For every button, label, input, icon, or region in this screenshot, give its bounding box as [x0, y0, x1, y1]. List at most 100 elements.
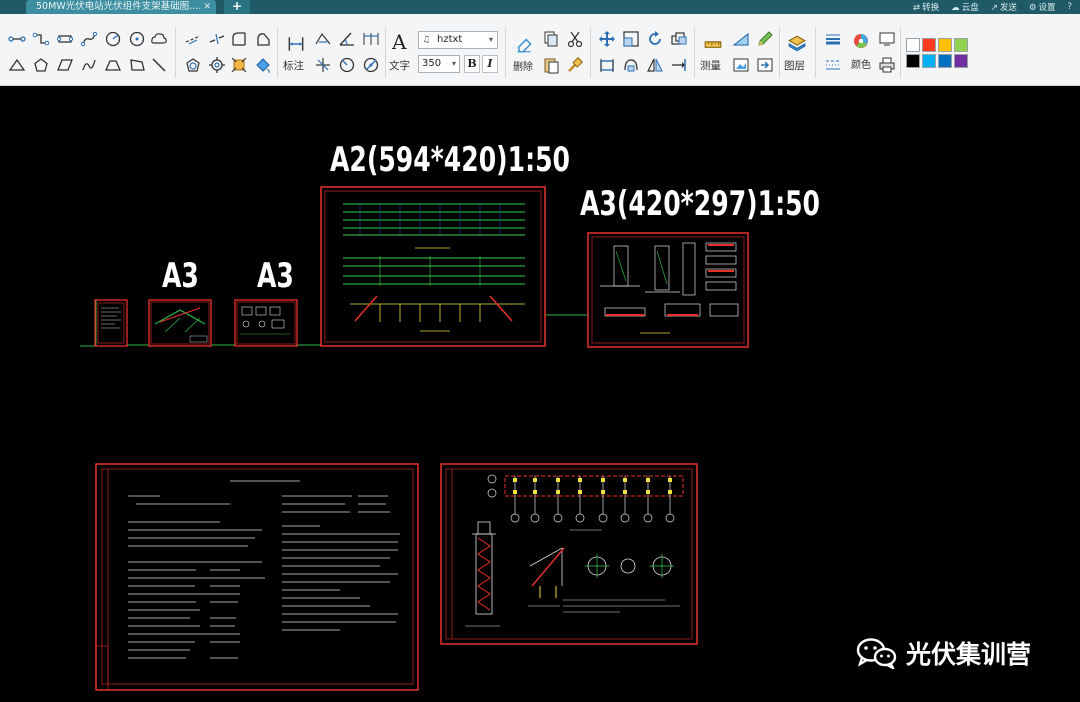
explode-tool-icon[interactable]: [230, 56, 248, 74]
sheet-label-a3-right: A3(420*297)1:50: [580, 184, 821, 224]
annotate-label[interactable]: 标注: [283, 60, 304, 72]
sheet-a3-2: [234, 299, 298, 347]
spline-tool-icon[interactable]: [80, 30, 98, 48]
circle-tool-icon[interactable]: [104, 30, 122, 48]
italic-button[interactable]: I: [482, 55, 498, 73]
offset-line-icon[interactable]: [184, 30, 202, 48]
toolbar-separator: [779, 28, 780, 78]
array-icon[interactable]: [670, 30, 688, 48]
fillet-tool-icon[interactable]: [230, 30, 248, 48]
sheet-a2: [320, 186, 546, 347]
color-swatch-blue[interactable]: [938, 54, 952, 68]
radius-dimension-icon[interactable]: [338, 56, 356, 74]
mirror-icon[interactable]: [646, 56, 664, 74]
color-swatch-purple[interactable]: [954, 54, 968, 68]
freehand-tool-icon[interactable]: [80, 56, 98, 74]
drawing-canvas[interactable]: A3 A3 A2(594*420)1:50 A3(420*297)1:50 光伏…: [0, 86, 1080, 702]
cloud-button[interactable]: ☁云盘: [951, 1, 979, 13]
sheet-a3-1: [148, 299, 212, 347]
sheet-label-a3-first: A3: [162, 256, 199, 296]
document-tab[interactable]: 50MW光伏电站光伏组件支架基础图.... ✕: [26, 0, 216, 14]
paste-icon[interactable]: [542, 56, 560, 74]
toolbar-separator: [385, 28, 386, 78]
coordinate-dimension-icon[interactable]: [314, 56, 332, 74]
export-image-icon[interactable]: [732, 56, 750, 74]
measure-label[interactable]: 测量: [700, 60, 721, 72]
color-label[interactable]: 颜色: [851, 60, 871, 71]
toolbar-separator: [175, 28, 176, 78]
color-wheel-icon[interactable]: [852, 32, 870, 50]
quadrilateral-tool-icon[interactable]: [128, 56, 146, 74]
dimension-icon[interactable]: [286, 34, 306, 54]
print-icon[interactable]: [878, 56, 896, 74]
rotate-arrow-icon[interactable]: [646, 30, 664, 48]
triangle-tool-icon[interactable]: [8, 56, 26, 74]
font-size-select[interactable]: 350 ▾: [418, 55, 460, 73]
trapezoid-tool-icon[interactable]: [104, 56, 122, 74]
color-swatch-cyan[interactable]: [922, 54, 936, 68]
text-tool-icon[interactable]: A: [392, 30, 407, 54]
import-icon[interactable]: [756, 56, 774, 74]
scale-icon[interactable]: [622, 30, 640, 48]
color-swatch-black[interactable]: [906, 54, 920, 68]
parallelogram-tool-icon[interactable]: [56, 56, 74, 74]
continuous-dimension-icon[interactable]: [362, 30, 380, 48]
copy-icon[interactable]: [542, 30, 560, 48]
ribbon-toolbar: 标注 A 文字 ♫ hztxt ▾ 350 ▾ B I 删除: [0, 14, 1080, 86]
line-tool-icon[interactable]: [8, 30, 26, 48]
send-label: 发送: [999, 3, 1017, 13]
pencil-icon[interactable]: [756, 30, 774, 48]
color-swatch-orange[interactable]: [938, 38, 952, 52]
sheet-design-notes: [95, 463, 419, 691]
layers-icon[interactable]: [787, 34, 807, 54]
bold-button[interactable]: B: [464, 55, 480, 73]
cut-icon[interactable]: [566, 30, 584, 48]
extend-icon[interactable]: [670, 56, 688, 74]
arc-tool-icon[interactable]: [128, 30, 146, 48]
trim-icon[interactable]: [622, 56, 640, 74]
color-swatch-red[interactable]: [922, 38, 936, 52]
break-line-icon[interactable]: [208, 30, 226, 48]
eraser-icon[interactable]: [514, 34, 534, 54]
settings-button[interactable]: ⚙设置: [1029, 1, 1056, 13]
convert-button[interactable]: ⇄转换: [913, 1, 939, 13]
angle-dimension-icon[interactable]: [338, 30, 356, 48]
ruler-icon[interactable]: [703, 34, 723, 54]
chevron-down-icon: ▾: [451, 59, 456, 68]
sheet-a3-right: [587, 232, 749, 348]
sheet-connector-lines: [80, 299, 589, 347]
match-properties-icon[interactable]: [566, 56, 584, 74]
text-label[interactable]: 文字: [389, 60, 410, 72]
settings-label: 设置: [1038, 3, 1056, 13]
diameter-dimension-icon[interactable]: [362, 56, 380, 74]
rectangle-points-icon[interactable]: [56, 30, 74, 48]
area-measure-icon[interactable]: [732, 30, 750, 48]
font-size-value: 350: [422, 58, 442, 69]
close-icon[interactable]: ✕: [203, 2, 211, 12]
chamfer-tool-icon[interactable]: [254, 30, 272, 48]
move-icon[interactable]: [598, 30, 616, 48]
cloud-shape-icon[interactable]: [150, 30, 168, 48]
rotate-tool-icon[interactable]: [184, 56, 202, 74]
diagonal-line-icon[interactable]: [150, 56, 168, 74]
line-type-icon[interactable]: [824, 56, 842, 74]
gear-shape-icon[interactable]: [208, 56, 226, 74]
toolbar-separator: [900, 28, 901, 78]
stretch-icon[interactable]: [598, 56, 616, 74]
fill-tool-icon[interactable]: [254, 56, 272, 74]
color-swatch-white[interactable]: [906, 38, 920, 52]
delete-label[interactable]: 删除: [513, 62, 533, 73]
aligned-dimension-icon[interactable]: [314, 30, 332, 48]
new-tab-button[interactable]: +: [224, 0, 250, 14]
help-button[interactable]: ?: [1067, 2, 1074, 12]
gear-icon: ⚙: [1028, 3, 1037, 13]
line-weight-icon[interactable]: [824, 30, 842, 48]
layer-label[interactable]: 图层: [784, 60, 805, 72]
send-button[interactable]: ↗发送: [991, 1, 1017, 13]
color-swatch-green[interactable]: [954, 38, 968, 52]
polyline-tool-icon[interactable]: [32, 30, 50, 48]
display-icon[interactable]: [878, 30, 896, 48]
font-name-select[interactable]: ♫ hztxt ▾: [418, 31, 498, 49]
pentagon-tool-icon[interactable]: [32, 56, 50, 74]
